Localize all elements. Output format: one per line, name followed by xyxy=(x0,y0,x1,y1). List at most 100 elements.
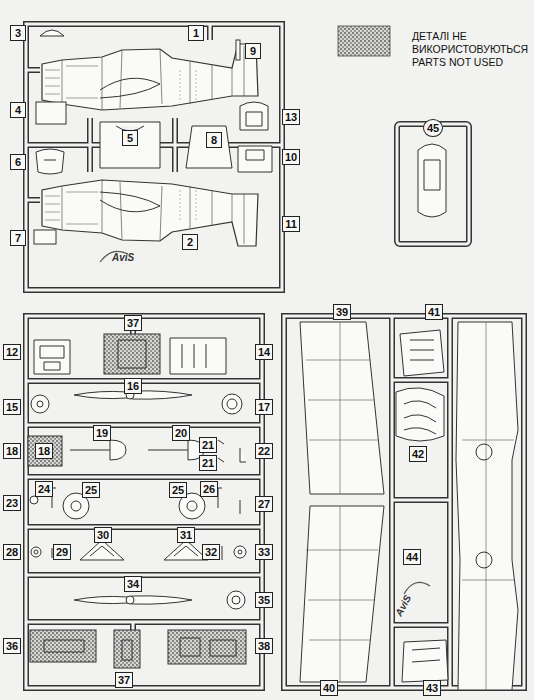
callout-number: 41 xyxy=(425,304,443,320)
callout-number: 9 xyxy=(245,43,261,59)
logo-text: AviS xyxy=(112,252,134,263)
callout-text: 3 xyxy=(15,27,21,39)
callout-number: 7 xyxy=(10,230,26,246)
callout-number: 27 xyxy=(255,496,273,512)
callout-number: 14 xyxy=(255,344,273,360)
callout-text: 30 xyxy=(97,529,109,541)
callout-number: 20 xyxy=(172,425,190,441)
callout-number: 38 xyxy=(255,638,273,654)
callout-text: 21 xyxy=(202,439,214,451)
callout-number: 31 xyxy=(177,527,195,543)
callout-number: 10 xyxy=(282,149,300,165)
legend-text: ДЕТАЛІ НЕ ВИКОРИСТОВУЮТЬСЯ PARTS NOT USE… xyxy=(412,30,530,69)
callout-number: 33 xyxy=(255,544,273,560)
callout-number: 18 xyxy=(35,443,53,459)
callout-text: 37 xyxy=(127,317,139,329)
callout-text: 44 xyxy=(406,551,418,563)
callout-text: 16 xyxy=(127,380,139,392)
callout-number: 39 xyxy=(333,304,351,320)
callout-number: 35 xyxy=(255,592,273,608)
callout-number: 1 xyxy=(188,25,204,41)
callout-number: 24 xyxy=(35,481,53,497)
callout-text: 6 xyxy=(15,156,21,168)
callout-number: 42 xyxy=(409,446,427,462)
callout-text: 39 xyxy=(336,306,348,318)
callout-number: 6 xyxy=(10,154,26,170)
callout-text: 26 xyxy=(203,483,215,495)
callout-text: 7 xyxy=(15,232,21,244)
callout-text: 34 xyxy=(127,578,139,590)
callout-number: 21 xyxy=(199,437,217,453)
callout-text: 18 xyxy=(38,445,50,457)
callout-text: 41 xyxy=(428,306,440,318)
callout-number: 25 xyxy=(82,482,100,498)
callout-text: 35 xyxy=(258,594,270,606)
callout-number: 40 xyxy=(320,680,338,696)
callout-number: 18 xyxy=(3,443,21,459)
callout-number: 32 xyxy=(202,544,220,560)
callout-text: 4 xyxy=(15,104,21,116)
legend-swatch xyxy=(338,26,390,56)
callout-text: 45 xyxy=(427,122,439,134)
callout-text: 21 xyxy=(202,457,214,469)
callout-number: 19 xyxy=(93,425,111,441)
callout-number: 36 xyxy=(3,638,21,654)
callout-number: 45 xyxy=(423,119,443,137)
callout-number: 25 xyxy=(169,482,187,498)
callout-number: 29 xyxy=(53,544,71,560)
callout-text: 14 xyxy=(258,346,270,358)
callout-text: 9 xyxy=(250,45,256,57)
callout-number: 15 xyxy=(3,399,21,415)
callout-number: 28 xyxy=(3,544,21,560)
callout-text: 2 xyxy=(187,236,193,248)
callout-number: 11 xyxy=(282,216,300,232)
callout-text: 32 xyxy=(205,546,217,558)
callout-number: 8 xyxy=(206,132,222,148)
callout-text: 25 xyxy=(85,484,97,496)
logo-text: AviS xyxy=(393,593,413,618)
callout-text: 10 xyxy=(285,151,297,163)
callout-number: 26 xyxy=(200,481,218,497)
callout-text: 42 xyxy=(412,448,424,460)
callout-number: 5 xyxy=(122,130,138,146)
callout-number: 37 xyxy=(124,315,142,331)
callout-number: 12 xyxy=(3,344,21,360)
callout-text: 38 xyxy=(258,640,270,652)
callout-text: 23 xyxy=(6,497,18,509)
callout-number: 3 xyxy=(10,25,26,41)
callout-text: 25 xyxy=(172,484,184,496)
callout-text: 43 xyxy=(426,682,438,694)
callout-text: 29 xyxy=(56,546,68,558)
callout-number: 23 xyxy=(3,495,21,511)
callout-text: 40 xyxy=(323,682,335,694)
callout-number: 16 xyxy=(124,378,142,394)
callout-text: 18 xyxy=(6,445,18,457)
callout-text: 8 xyxy=(211,134,217,146)
callout-number: 37 xyxy=(115,672,133,688)
callout-text: 33 xyxy=(258,546,270,558)
callout-number: 30 xyxy=(94,527,112,543)
callout-number: 2 xyxy=(182,234,198,250)
callout-text: 24 xyxy=(38,483,50,495)
callout-number: 34 xyxy=(124,576,142,592)
callout-text: 11 xyxy=(285,218,297,230)
callout-text: 28 xyxy=(6,546,18,558)
callout-text: 37 xyxy=(118,674,130,686)
callout-text: 17 xyxy=(258,401,270,413)
callout-number: 4 xyxy=(10,102,26,118)
callout-text: 12 xyxy=(6,346,18,358)
callout-text: 36 xyxy=(6,640,18,652)
callout-text: 31 xyxy=(180,529,192,541)
callout-number: 43 xyxy=(423,680,441,696)
callout-text: 5 xyxy=(127,132,133,144)
callout-text: 13 xyxy=(285,111,297,123)
callout-text: 15 xyxy=(6,401,18,413)
callout-number: 13 xyxy=(282,109,300,125)
callout-number: 17 xyxy=(255,399,273,415)
callout-text: 22 xyxy=(258,445,270,457)
callout-text: 27 xyxy=(258,498,270,510)
callout-number: 22 xyxy=(255,443,273,459)
callout-text: 20 xyxy=(175,427,187,439)
callout-text: 1 xyxy=(193,27,199,39)
callout-text: 19 xyxy=(96,427,108,439)
